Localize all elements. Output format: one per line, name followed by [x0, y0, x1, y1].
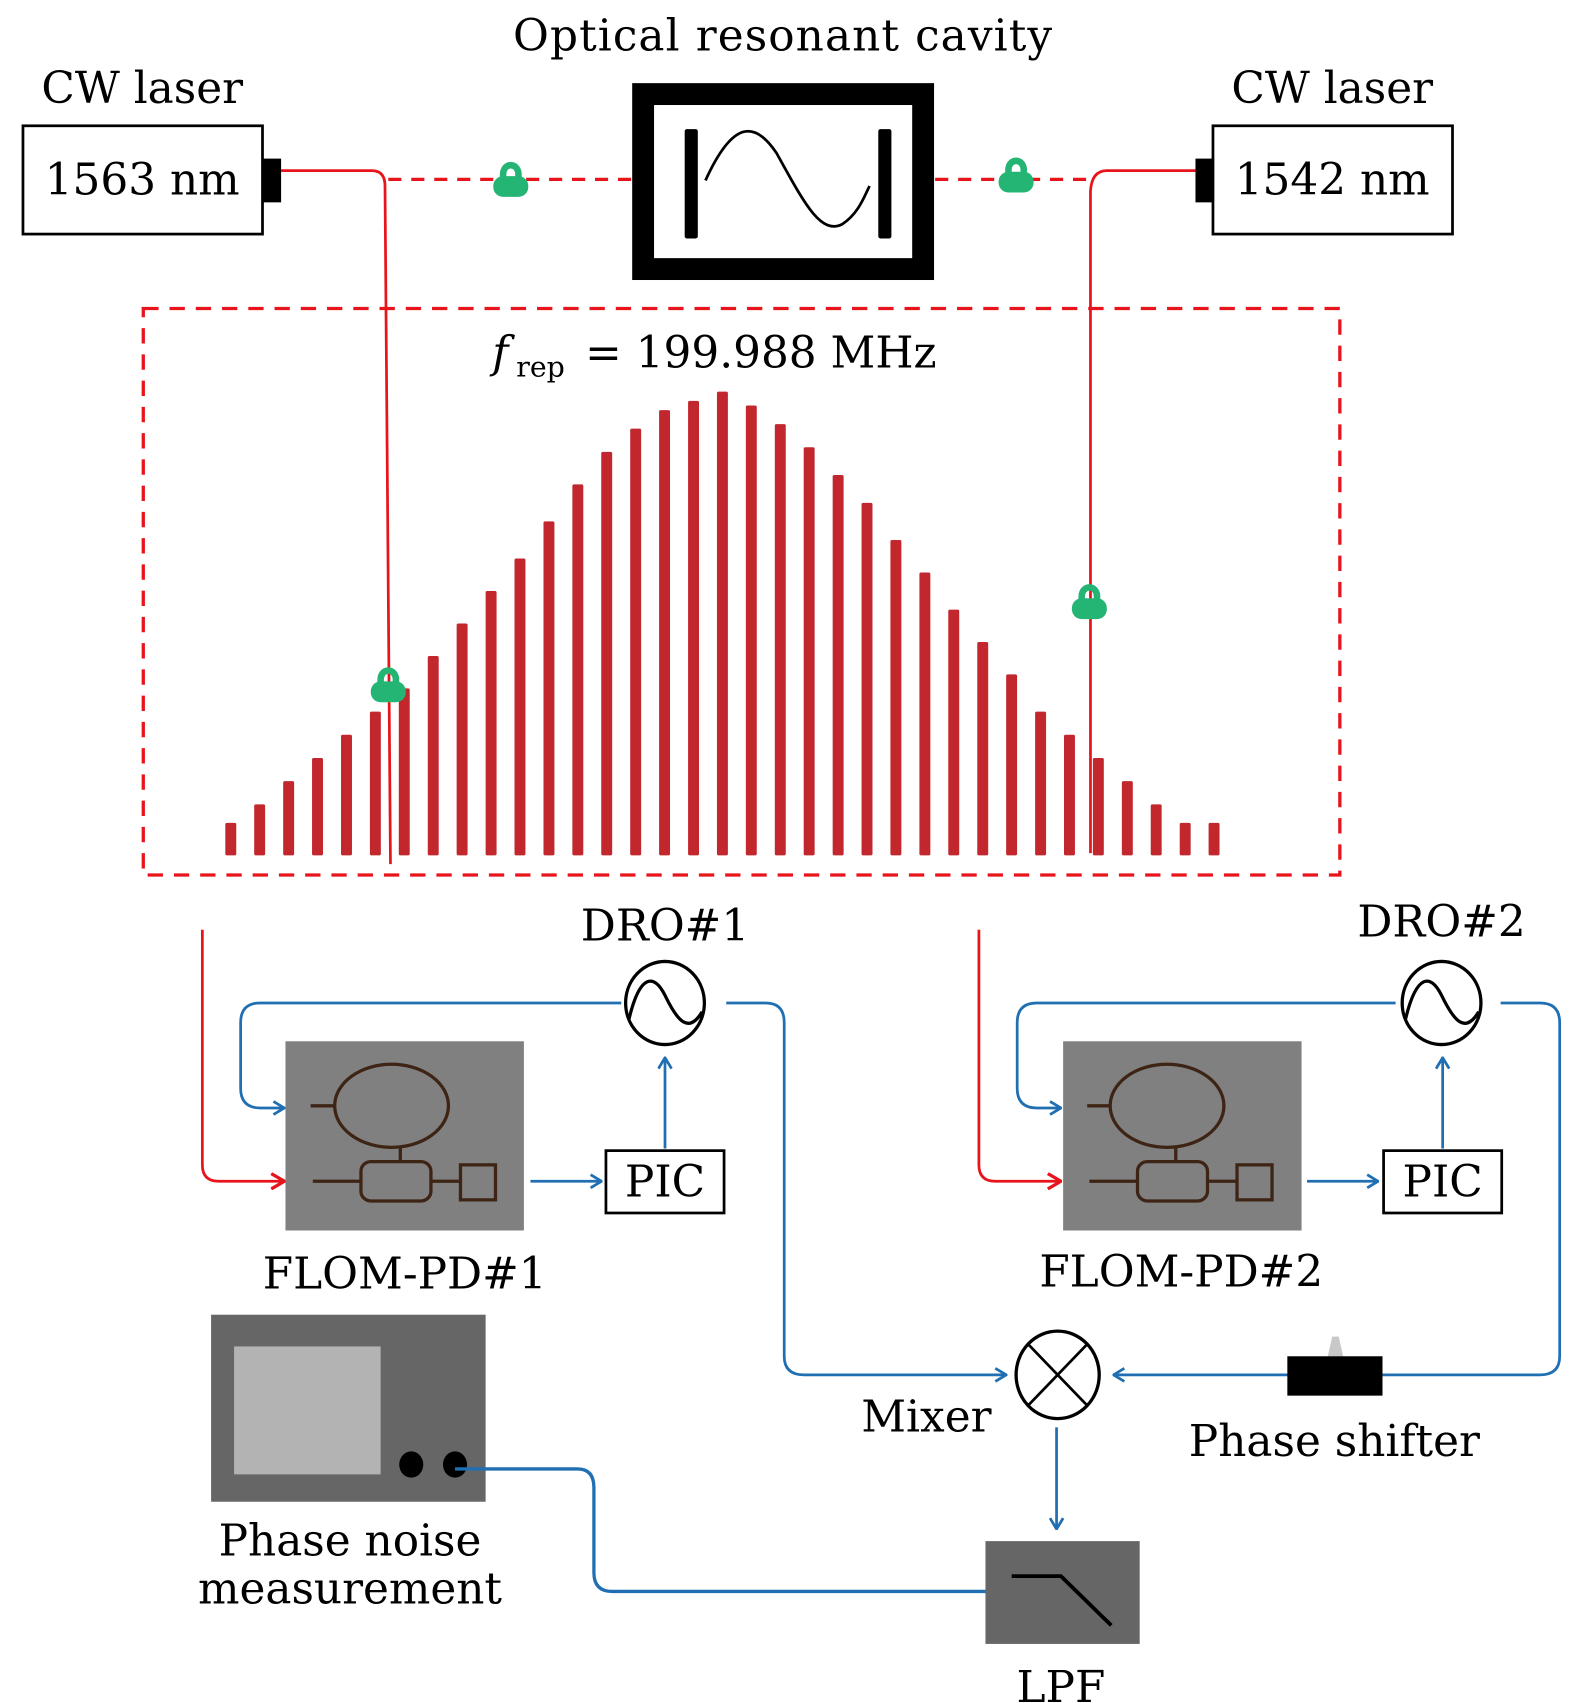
comb-line — [254, 804, 266, 856]
comb-line — [1121, 781, 1133, 856]
phase-noise-analyzer[interactable] — [211, 1314, 486, 1502]
comb-line — [1150, 804, 1162, 856]
comb-line — [369, 711, 381, 856]
comb-box — [141, 306, 1342, 877]
dro1-to-mixer — [726, 1001, 1006, 1375]
comb-line — [485, 590, 497, 856]
phase-noise-label-line1: Phase noise — [219, 1515, 482, 1566]
laser-left-label: CW laser — [41, 63, 243, 114]
fiber-right — [1089, 169, 1196, 854]
laser-left-port — [262, 158, 282, 203]
comb-line — [1064, 734, 1075, 856]
mirror-right — [878, 129, 892, 239]
optical-input-2 — [977, 929, 1061, 1182]
fiber-left — [281, 169, 392, 865]
frep-symbol: f — [489, 328, 515, 379]
comb-line — [659, 410, 671, 856]
comb-line — [1179, 822, 1191, 856]
laser-left-wavelength: 1563 nm — [45, 155, 240, 206]
comb-line — [1092, 757, 1104, 856]
laser-right-box[interactable] — [1211, 124, 1454, 236]
mixer-label: Mixer — [861, 1392, 991, 1443]
dro2-label: DRO#2 — [1357, 896, 1525, 947]
comb-line — [456, 623, 468, 856]
lock-icon — [998, 157, 1034, 193]
comb-line — [1035, 711, 1047, 856]
analyzer-port — [399, 1451, 424, 1478]
phase-shifter-label: Phase shifter — [1189, 1416, 1480, 1467]
lock-icon — [1071, 584, 1107, 620]
lock-icon — [493, 161, 529, 197]
comb-line — [514, 558, 526, 856]
laser-right-wavelength: 1542 nm — [1235, 155, 1430, 206]
comb-line — [427, 655, 439, 856]
comb-lines — [225, 391, 1220, 856]
sine-icon — [1403, 979, 1481, 1025]
pic1-box[interactable] — [604, 1149, 726, 1215]
flom-pd2-label: FLOM-PD#2 — [1039, 1246, 1323, 1297]
mixer[interactable] — [1014, 1329, 1101, 1421]
comb-line — [861, 502, 873, 856]
optical-cavity[interactable] — [632, 83, 935, 281]
comb-line — [1006, 674, 1018, 856]
laser-right-port — [1195, 158, 1215, 203]
rf-feedback-1 — [239, 1001, 622, 1108]
pic1-label: PIC — [625, 1157, 705, 1208]
comb-line — [774, 424, 786, 856]
comb-line — [543, 521, 555, 856]
flom-pd1-label: FLOM-PD#1 — [263, 1248, 547, 1299]
comb-line — [919, 572, 931, 856]
comb-line — [832, 475, 844, 856]
comb-line — [1208, 822, 1220, 856]
dro1-label: DRO#1 — [581, 901, 749, 952]
comb-line — [688, 400, 700, 856]
dro1-oscillator[interactable] — [623, 959, 707, 1047]
frep-value: = 199.988 MHz — [585, 328, 936, 379]
comb-line — [312, 757, 323, 856]
flom-pd1[interactable] — [285, 1041, 524, 1231]
cavity-mode-wave — [704, 129, 871, 228]
comb-line — [977, 642, 989, 856]
lpf-label: LPF — [1017, 1662, 1106, 1703]
comb-line — [283, 781, 295, 856]
comb-line — [803, 447, 815, 856]
sine-icon — [627, 979, 704, 1025]
comb-line — [745, 405, 757, 856]
laser-right-label: CW laser — [1231, 63, 1433, 114]
frep-subscript: rep — [516, 350, 565, 383]
dro2-to-mixer — [1113, 1001, 1562, 1375]
pic2-label: PIC — [1403, 1157, 1483, 1208]
phase-noise-label-line2: measurement — [198, 1563, 502, 1614]
cavity-title: Optical resonant cavity — [513, 10, 1053, 61]
mirror-left — [684, 129, 698, 239]
comb-line — [341, 734, 352, 856]
dro2-oscillator[interactable] — [1400, 959, 1483, 1047]
lpf-to-analyzer — [455, 1467, 986, 1594]
comb-line — [948, 609, 960, 856]
comb-line — [398, 688, 410, 856]
pic2-box[interactable] — [1382, 1149, 1504, 1215]
optical-input-1 — [200, 929, 284, 1182]
lock-icon — [370, 667, 406, 703]
rf-feedback-2 — [1015, 1001, 1396, 1108]
lpf[interactable] — [985, 1541, 1140, 1644]
comb-line — [572, 484, 584, 856]
lowpass-icon — [1011, 1574, 1113, 1627]
comb-line — [630, 428, 642, 856]
comb-line — [601, 451, 613, 856]
frep-label: f rep = 199.988 MHz — [489, 328, 936, 384]
phase-shifter[interactable] — [1287, 1336, 1383, 1396]
comb-line — [225, 822, 237, 856]
analyzer-screen — [234, 1346, 381, 1475]
laser-left-box[interactable] — [21, 124, 264, 236]
comb-line — [890, 540, 902, 856]
analyzer-port — [442, 1451, 468, 1478]
flom-pd2[interactable] — [1063, 1041, 1302, 1231]
comb-line — [716, 391, 728, 856]
